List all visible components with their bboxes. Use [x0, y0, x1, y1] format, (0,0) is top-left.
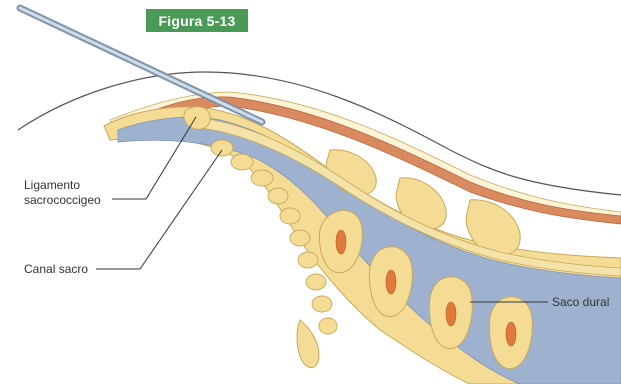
marrow-spot	[506, 322, 516, 346]
coccyx	[297, 320, 319, 368]
marrow-spot	[446, 302, 456, 326]
label-canal-sacro: Canal sacro	[24, 262, 88, 277]
label-ligamento-sacrococcigeo: Ligamento sacrococcigeo	[24, 178, 101, 208]
marrow-spot	[386, 270, 396, 294]
marrow-spot	[336, 230, 346, 254]
vertebral-column-band	[118, 117, 621, 384]
canal-segment	[211, 140, 233, 156]
canal-segment	[319, 318, 337, 334]
canal-segment	[251, 170, 273, 186]
label-saco-dural: Saco dural	[552, 295, 609, 310]
label-ligamento-line2: sacrococcigeo	[24, 193, 101, 208]
label-ligamento-line1: Ligamento	[24, 178, 101, 193]
canal-segment	[268, 188, 288, 204]
canal-segment	[306, 274, 326, 290]
canal-segment	[290, 230, 310, 246]
canal-segment	[298, 252, 318, 268]
canal-segment	[231, 154, 253, 170]
canal-segment	[280, 208, 300, 224]
figure-number-badge: Figura 5-13	[146, 9, 248, 32]
sacrococcygeal-ligament	[184, 107, 210, 130]
canal-segment	[312, 296, 332, 312]
leader-line-canal	[96, 150, 222, 269]
